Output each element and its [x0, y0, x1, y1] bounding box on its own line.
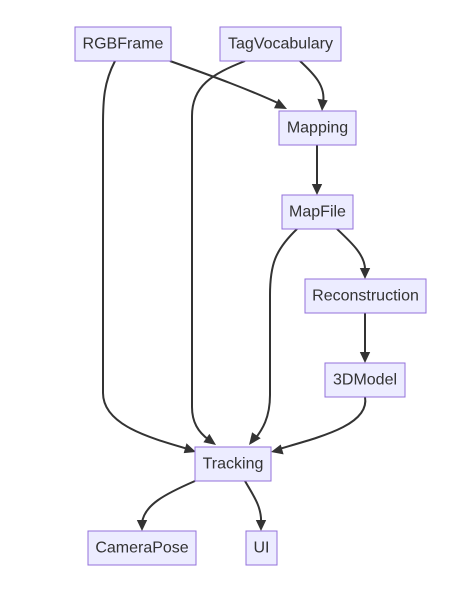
node-label-mapping: Mapping: [287, 120, 348, 137]
node-ui[interactable]: UI: [245, 530, 278, 566]
arrow-head-icon: [359, 352, 371, 363]
arrow-head-icon: [136, 520, 148, 531]
arrow-head-icon: [317, 98, 328, 111]
node-label-camerapose: CameraPose: [95, 540, 188, 557]
edge-tagvocabulary-to-tracking: [191, 60, 246, 445]
node-label-reconstruction: Reconstruction: [312, 288, 419, 305]
node-reconstruction[interactable]: Reconstruction: [304, 278, 427, 314]
edge-mapfile-to-reconstruction: [336, 228, 371, 279]
edge-tagvocabulary-to-mapping: [299, 60, 328, 111]
node-label-tracking: Tracking: [203, 456, 264, 473]
arrow-head-icon: [249, 432, 261, 445]
arrow-head-icon: [203, 433, 216, 445]
arrow-head-icon: [271, 444, 284, 455]
node-mapping[interactable]: Mapping: [278, 110, 357, 146]
edge-reconstruction-to-3dmodel: [359, 313, 371, 363]
node-label-rgbframe: RGBFrame: [83, 36, 164, 53]
node-camerapose[interactable]: CameraPose: [87, 530, 197, 566]
nodes: RGBFrame TagVocabulary Mapping MapFile R…: [74, 26, 427, 566]
arrow-head-icon: [274, 98, 287, 109]
edge-mapfile-to-tracking: [249, 228, 298, 445]
arrow-head-icon: [255, 520, 267, 531]
node-label-mapfile: MapFile: [289, 204, 346, 221]
edge-tracking-to-camerapose: [136, 480, 196, 531]
node-tracking[interactable]: Tracking: [194, 446, 272, 482]
node-label-3dmodel: 3DModel: [333, 372, 397, 389]
arrow-head-icon: [359, 268, 371, 279]
node-label-ui: UI: [254, 540, 270, 557]
edge-rgbframe-to-tracking: [102, 60, 196, 454]
node-tagvocabulary[interactable]: TagVocabulary: [219, 26, 342, 62]
node-3dmodel[interactable]: 3DModel: [324, 362, 406, 398]
arrow-head-icon: [311, 184, 323, 195]
edge-3dmodel-to-tracking: [271, 396, 367, 455]
edges: [102, 60, 371, 531]
node-mapfile[interactable]: MapFile: [281, 194, 354, 230]
edge-rgbframe-to-mapping: [169, 60, 287, 109]
edge-tracking-to-ui: [244, 480, 267, 531]
node-label-tagvocabulary: TagVocabulary: [228, 36, 333, 53]
arrow-head-icon: [183, 443, 196, 454]
node-rgbframe[interactable]: RGBFrame: [74, 26, 172, 62]
edge-mapping-to-mapfile: [311, 145, 323, 195]
